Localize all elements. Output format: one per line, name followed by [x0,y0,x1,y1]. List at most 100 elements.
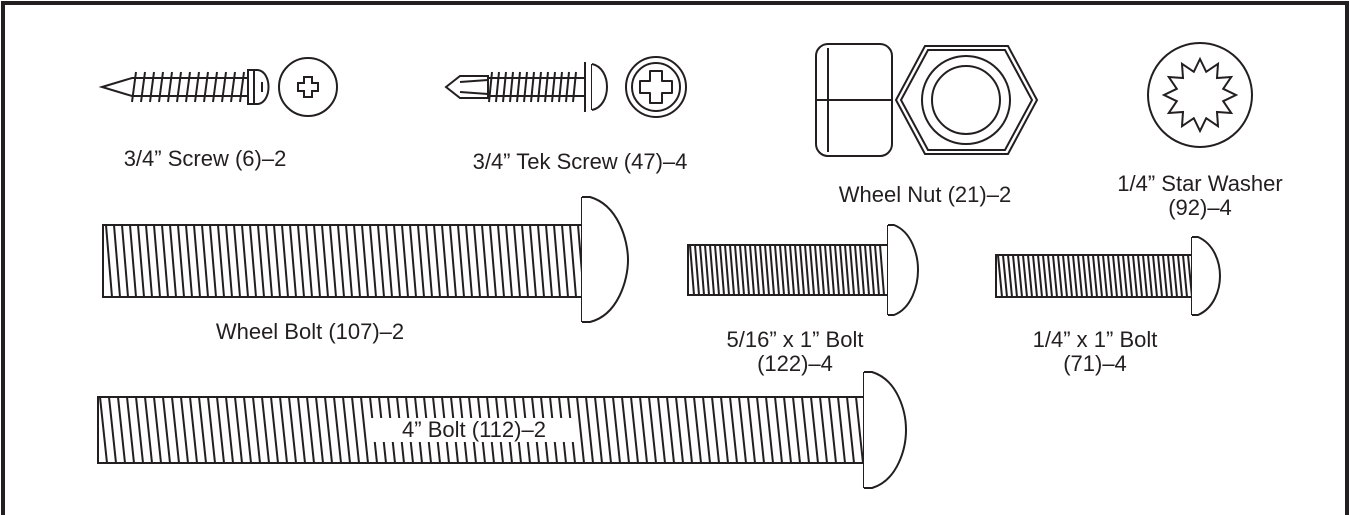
thread-line [594,396,603,464]
thread-line [99,396,108,464]
thread-line [1157,254,1163,298]
thread-line [729,244,735,296]
thread-line [809,244,815,296]
thread-line [714,244,720,296]
thread-line [333,396,342,464]
thread-line [1012,254,1018,298]
thread-line [488,71,493,103]
thread-line [288,396,297,464]
thread-line [513,224,521,298]
thread-line [140,71,146,103]
thread-line [1117,254,1123,298]
thread-line [315,396,324,464]
thread-line [1017,254,1023,298]
thread-line [530,71,535,103]
thread-line [553,224,561,298]
thread-line [361,224,369,298]
thread-line [126,396,135,464]
thread-line [457,224,465,298]
thread-line [814,244,820,296]
thread-line [997,254,1003,298]
thread-line [176,71,182,103]
thread-line [185,224,193,298]
thread-line [709,244,715,296]
thread-line [744,244,750,296]
thread-line [1022,254,1028,298]
thread-line [193,224,201,298]
thread-line [117,396,126,464]
thread-line [774,396,783,464]
label-bolt-516: 5/16” x 1” Bolt (122)–4 [690,328,900,376]
thread-line [1102,254,1108,298]
thread-line [433,224,441,298]
thread-line [561,224,569,298]
thread-line [1037,254,1043,298]
thread-line [162,396,171,464]
label-bolt-14: 1/4” x 1” Bolt (71)–4 [1000,328,1190,376]
button-head-bolt-icon [102,196,630,323]
thread-line [216,396,225,464]
thread-line [105,224,113,298]
thread-line [273,224,281,298]
thread-line [747,396,756,464]
label-bolt-14-line1: 1/4” x 1” Bolt [1032,327,1158,352]
thread-line [306,396,315,464]
label-star-washer-line2: (92)–4 [1168,195,1232,220]
thread-line [639,396,648,464]
thread-line [1067,254,1073,298]
thread-line [252,396,261,464]
thread-line [1042,254,1048,298]
thread-line [1112,254,1118,298]
thread-line [180,396,189,464]
thread-line [261,396,270,464]
thread-line [441,224,449,298]
thread-line [720,396,729,464]
thread-line [759,244,765,296]
thread-line [153,224,161,298]
thread-line [305,224,313,298]
thread-line [694,244,700,296]
thread-line [509,71,514,103]
button-head-bolt-icon [687,224,920,316]
thread-line [342,396,351,464]
thread-line [257,224,265,298]
thread-line [1137,254,1143,298]
thread-line [1032,254,1038,298]
thread-line [171,396,180,464]
label-bolt-14-line2: (71)–4 [1063,351,1127,376]
thread-line [521,224,529,298]
thread-line [869,244,875,296]
thread-line [121,224,129,298]
thread-line [297,396,306,464]
thread-line [289,224,297,298]
thread-line [225,224,233,298]
thread-line [270,396,279,464]
thread-line [279,396,288,464]
thread-line [819,396,828,464]
thread-line [774,244,780,296]
thread-line [1097,254,1103,298]
thread-line [516,71,521,103]
thread-line [792,396,801,464]
thread-line [497,224,505,298]
thread-line [612,396,621,464]
thread-line [360,396,369,464]
thread-line [449,224,457,298]
button-head-bolt-icon [995,236,1222,316]
thread-line [189,396,198,464]
thread-line [131,71,137,103]
thread-line [221,71,227,103]
thread-line [1087,254,1093,298]
thread-line [337,224,345,298]
thread-line [1107,254,1113,298]
thread-line [789,244,795,296]
thread-line [243,396,252,464]
thread-line [1127,254,1133,298]
thread-line [265,224,273,298]
thread-line [281,224,289,298]
label-star-washer-line1: 1/4” Star Washer [1117,171,1283,196]
phillips-pan-head-screw-icon [98,57,338,117]
thread-line [666,396,675,464]
